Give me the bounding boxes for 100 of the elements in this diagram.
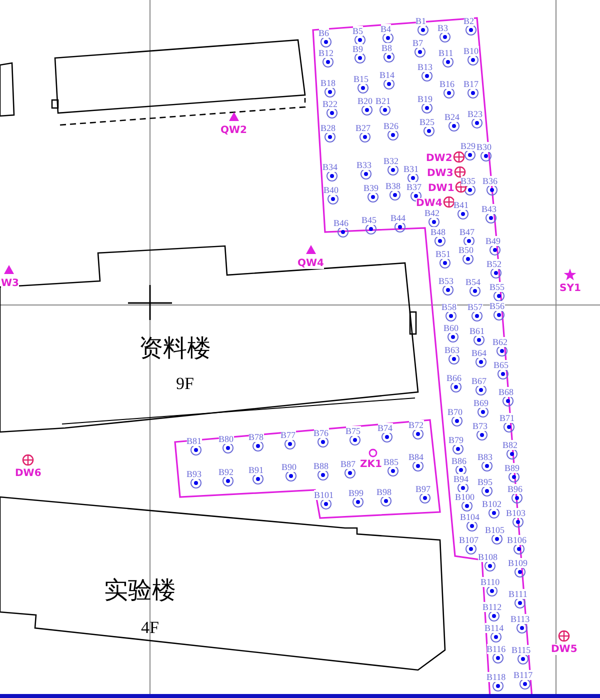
point-label: ZK1 bbox=[360, 458, 382, 470]
point-label: QW4 bbox=[298, 258, 324, 268]
borehole-label: B91 bbox=[248, 465, 264, 475]
borehole-label: B40 bbox=[324, 185, 339, 195]
borehole-label: B115 bbox=[512, 645, 531, 655]
borehole-label: B24 bbox=[444, 112, 460, 122]
floor-count: 9F bbox=[176, 374, 194, 394]
borehole-label: B82 bbox=[502, 440, 518, 450]
borehole-label: B11 bbox=[438, 48, 454, 58]
borehole-label: B65 bbox=[494, 360, 509, 370]
borehole-label: B112 bbox=[482, 602, 502, 612]
borehole-label: B16 bbox=[440, 79, 455, 89]
borehole-label: B42 bbox=[424, 208, 440, 218]
borehole-label: B96 bbox=[508, 484, 523, 494]
borehole-label: B22 bbox=[322, 99, 338, 109]
borehole-label: B51 bbox=[436, 249, 451, 259]
borehole-label: B77 bbox=[280, 430, 296, 440]
point-label: SY1 bbox=[560, 282, 581, 294]
borehole-label: B49 bbox=[486, 236, 501, 246]
borehole-label: B7 bbox=[412, 38, 424, 48]
borehole-label: B90 bbox=[282, 462, 297, 472]
borehole-label: B93 bbox=[186, 469, 202, 479]
borehole-label: B78 bbox=[248, 432, 264, 442]
borehole-label: B111 bbox=[508, 589, 528, 599]
borehole-label: B94 bbox=[454, 474, 469, 484]
borehole-label: B69 bbox=[474, 398, 489, 408]
borehole-label: B3 bbox=[438, 23, 448, 33]
well-label: DW2 bbox=[426, 152, 452, 164]
borehole-label: B86 bbox=[452, 456, 467, 466]
borehole-label: B25 bbox=[420, 117, 435, 127]
borehole-label: B61 bbox=[470, 326, 485, 336]
borehole-label: B70 bbox=[448, 407, 463, 417]
borehole-label: B47 bbox=[460, 227, 475, 237]
borehole-label: B104 bbox=[460, 512, 480, 522]
borehole-label: B63 bbox=[444, 345, 460, 355]
borehole-label: B35 bbox=[460, 176, 476, 186]
borehole-label: B14 bbox=[380, 70, 395, 80]
borehole-label: B81 bbox=[186, 436, 202, 446]
well-label: DW1 bbox=[428, 182, 454, 194]
borehole-label: B71 bbox=[500, 413, 515, 423]
borehole-label: B28 bbox=[320, 123, 336, 133]
borehole-label: B39 bbox=[364, 183, 379, 193]
borehole-label: B74 bbox=[378, 423, 393, 433]
borehole-label: B68 bbox=[498, 387, 514, 397]
borehole-label: B29 bbox=[460, 141, 476, 151]
borehole-label: B55 bbox=[490, 282, 505, 292]
borehole-label: B50 bbox=[458, 245, 474, 255]
borehole-label: B17 bbox=[464, 79, 479, 89]
borehole-label: B27 bbox=[356, 123, 371, 133]
borehole-label: B23 bbox=[468, 109, 483, 119]
borehole-label: B67 bbox=[472, 376, 487, 386]
borehole-label: B73 bbox=[472, 421, 488, 431]
borehole-label: B1 bbox=[416, 16, 426, 26]
borehole-label: B75 bbox=[346, 426, 361, 436]
borehole-label: B108 bbox=[478, 552, 498, 562]
borehole-label: B114 bbox=[484, 623, 504, 633]
borehole-label: B13 bbox=[418, 62, 433, 72]
borehole-label: B102 bbox=[482, 499, 502, 509]
borehole-label: B21 bbox=[376, 96, 391, 106]
borehole-label: B20 bbox=[358, 96, 373, 106]
borehole-label: B15 bbox=[354, 74, 369, 84]
borehole-label: B33 bbox=[356, 160, 372, 170]
borehole-label: B37 bbox=[406, 182, 422, 192]
well-label: DW5 bbox=[551, 644, 578, 654]
borehole-label: B89 bbox=[504, 463, 520, 473]
borehole-label: B45 bbox=[362, 215, 377, 225]
borehole-label: B101 bbox=[314, 490, 334, 500]
borehole-label: B38 bbox=[386, 181, 401, 191]
borehole-label: B107 bbox=[459, 535, 479, 545]
borehole-label: B18 bbox=[320, 78, 336, 88]
borehole-label: B105 bbox=[485, 525, 505, 535]
borehole-label: B79 bbox=[448, 435, 464, 445]
borehole-label: B53 bbox=[438, 276, 454, 286]
borehole-label: B109 bbox=[508, 558, 528, 568]
borehole-label: B12 bbox=[318, 48, 334, 58]
borehole-label: B66 bbox=[446, 373, 462, 383]
borehole-label: B9 bbox=[352, 44, 364, 54]
borehole-label: B5 bbox=[352, 26, 364, 36]
borehole-label: B80 bbox=[218, 434, 234, 444]
borehole-label: B110 bbox=[480, 577, 500, 587]
borehole-label: B10 bbox=[464, 46, 479, 56]
point-label: W3 bbox=[1, 278, 19, 288]
borehole-label: B103 bbox=[506, 508, 526, 518]
borehole-label: B76 bbox=[314, 428, 329, 438]
borehole-label: B8 bbox=[382, 43, 392, 53]
borehole-label: B72 bbox=[408, 420, 424, 430]
borehole-label: B118 bbox=[486, 672, 506, 682]
borehole-label: B92 bbox=[218, 467, 234, 477]
borehole-label: B64 bbox=[472, 348, 487, 358]
borehole-label: B99 bbox=[348, 488, 364, 498]
borehole-label: B117 bbox=[514, 670, 533, 680]
borehole-label: B46 bbox=[334, 218, 349, 228]
borehole-label: B87 bbox=[340, 459, 356, 469]
borehole-label: B2 bbox=[464, 16, 474, 26]
borehole-label: B62 bbox=[492, 337, 508, 347]
borehole-label: B52 bbox=[486, 259, 502, 269]
well-label: DW4 bbox=[416, 198, 442, 208]
building-name: 资料楼 bbox=[139, 333, 211, 364]
borehole-label: B84 bbox=[408, 452, 424, 462]
borehole-label: B56 bbox=[490, 301, 505, 311]
